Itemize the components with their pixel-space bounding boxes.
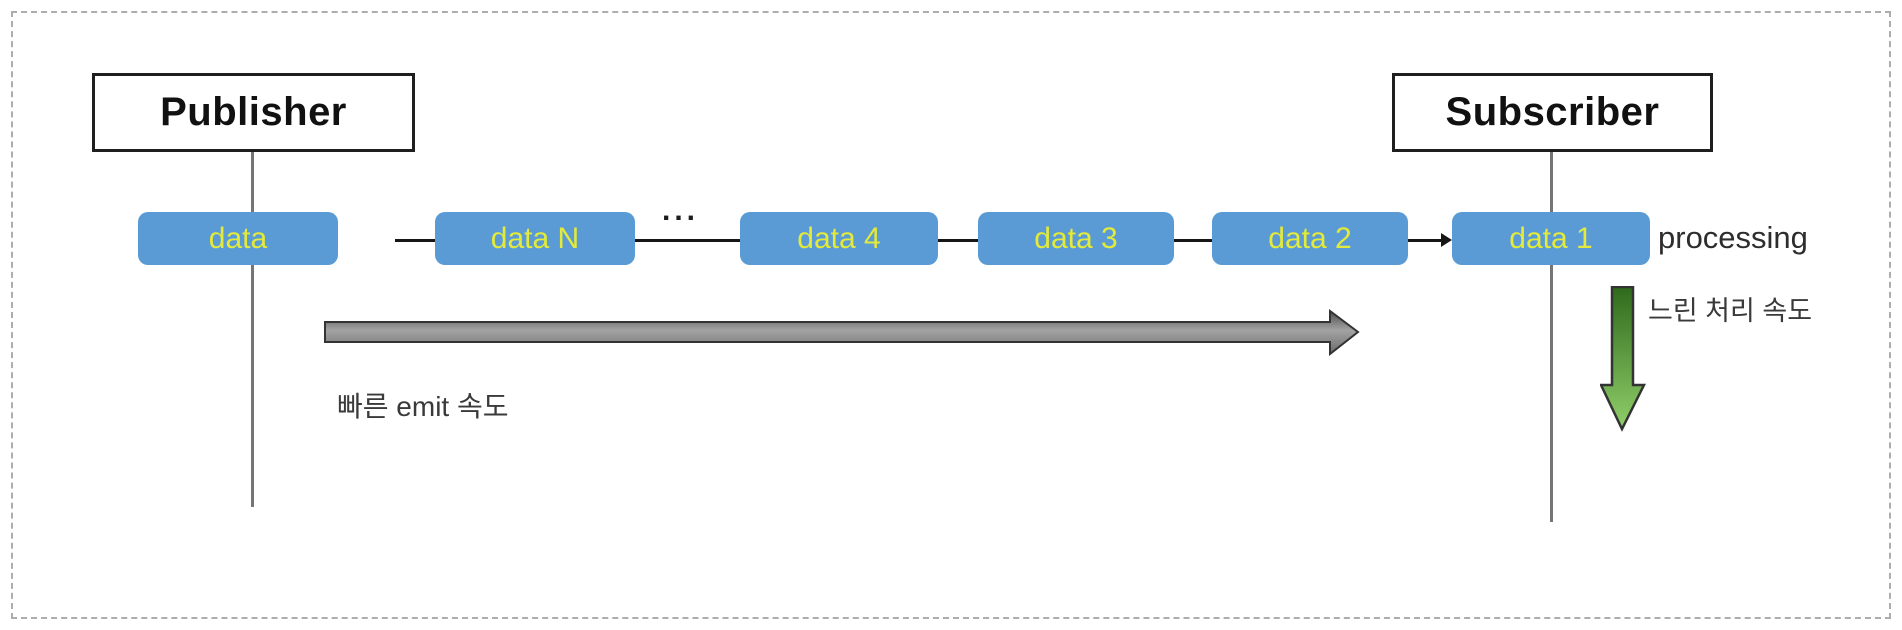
fast-emit-arrow-icon bbox=[324, 309, 1360, 356]
data-box: data bbox=[138, 212, 338, 265]
data-1-box: data 1 bbox=[1452, 212, 1650, 265]
publisher-box: Publisher bbox=[92, 73, 415, 152]
connector-line bbox=[395, 239, 435, 242]
data-n-box-label: data N bbox=[490, 221, 580, 255]
data-4-box-label: data 4 bbox=[797, 221, 881, 255]
subscriber-lifeline bbox=[1550, 150, 1553, 522]
publisher-lifeline bbox=[251, 150, 254, 507]
connector-line bbox=[938, 239, 978, 242]
slow-processing-speed-label: 느린 처리 속도 bbox=[1648, 296, 1813, 326]
data-2-box-label: data 2 bbox=[1268, 221, 1352, 255]
data-3-box: data 3 bbox=[978, 212, 1174, 265]
data-n-box: data N bbox=[435, 212, 635, 265]
connector-line bbox=[633, 239, 740, 242]
data-1-box-label: data 1 bbox=[1509, 221, 1593, 255]
subscriber-box: Subscriber bbox=[1392, 73, 1713, 152]
processing-label: processing bbox=[1658, 220, 1808, 255]
queue-ellipsis: ... bbox=[662, 194, 700, 227]
connector-line bbox=[1174, 239, 1212, 242]
data-3-box-label: data 3 bbox=[1034, 221, 1118, 255]
right-arrowhead-icon bbox=[1441, 233, 1452, 247]
data-2-box: data 2 bbox=[1212, 212, 1408, 265]
data-box-label: data bbox=[208, 221, 268, 255]
connector-line-to-data-1 bbox=[1408, 239, 1442, 242]
fast-emit-speed-label: 빠른 emit 속도 bbox=[337, 391, 509, 422]
slow-processing-arrow-icon bbox=[1600, 286, 1646, 432]
publisher-label: Publisher bbox=[160, 90, 347, 134]
data-4-box: data 4 bbox=[740, 212, 938, 265]
subscriber-label: Subscriber bbox=[1445, 90, 1660, 134]
